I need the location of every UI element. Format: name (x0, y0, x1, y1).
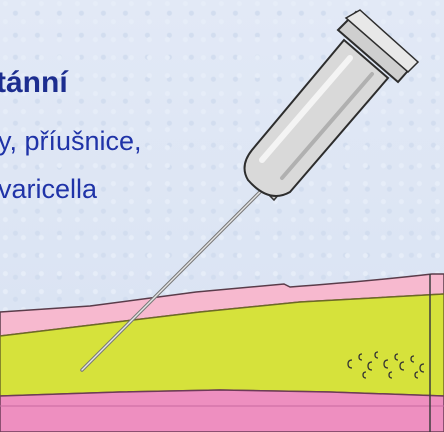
skin-bottom-layer (0, 390, 444, 432)
skin-layers (0, 274, 444, 432)
syringe-barrel (245, 40, 388, 196)
